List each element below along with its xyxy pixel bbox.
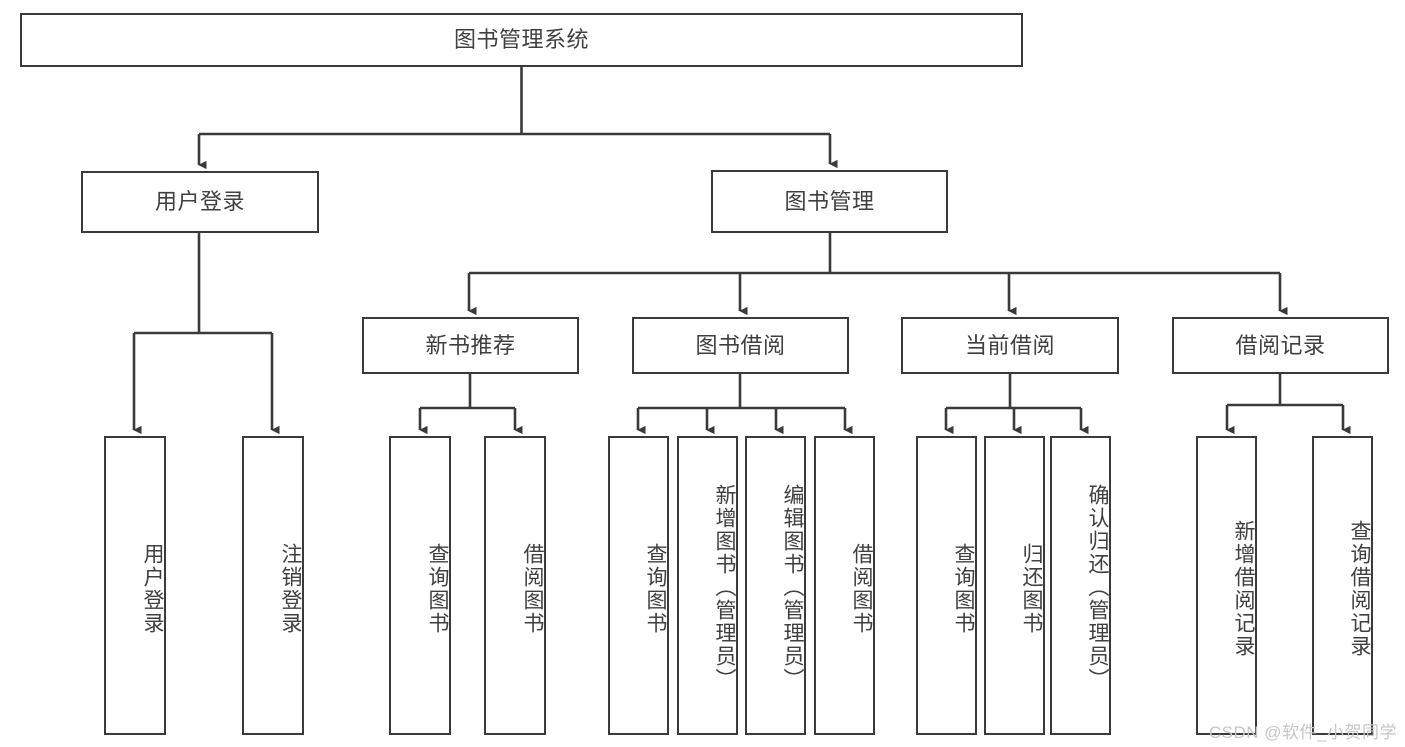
- node-leaf-return-book[interactable]: 归还图书: [984, 436, 1045, 735]
- node-leaf-add-borrow-record-label: 新增借阅记录: [1232, 519, 1255, 658]
- node-leaf-confirm-return-admin-label: 确认归还（管理员）: [1086, 484, 1109, 691]
- node-current-borrow[interactable]: 当前借阅: [901, 317, 1119, 374]
- node-leaf-borrow-book-label: 借阅图书: [850, 542, 873, 635]
- node-leaf-user-logout[interactable]: 注销登录: [242, 436, 304, 735]
- node-leaf-query-book-cur-label: 查询图书: [952, 542, 975, 635]
- node-leaf-borrow-book-rec[interactable]: 借阅图书: [484, 436, 546, 735]
- node-leaf-query-borrow-record[interactable]: 查询借阅记录: [1312, 436, 1373, 735]
- node-leaf-add-borrow-record[interactable]: 新增借阅记录: [1196, 436, 1257, 735]
- node-leaf-edit-book-admin-label: 编辑图书（管理员）: [781, 484, 804, 691]
- node-leaf-user-logout-label: 注销登录: [279, 542, 302, 635]
- node-leaf-query-book-borrow[interactable]: 查询图书: [608, 436, 669, 735]
- node-book-manage[interactable]: 图书管理: [711, 170, 948, 233]
- node-leaf-return-book-label: 归还图书: [1020, 542, 1043, 635]
- node-root[interactable]: 图书管理系统: [20, 13, 1023, 67]
- node-new-book-recommend[interactable]: 新书推荐: [362, 317, 579, 374]
- node-leaf-query-book-borrow-label: 查询图书: [644, 542, 667, 635]
- node-leaf-add-book-admin[interactable]: 新增图书（管理员）: [677, 436, 738, 735]
- node-leaf-confirm-return-admin[interactable]: 确认归还（管理员）: [1050, 436, 1111, 735]
- node-book-borrow-label: 图书借阅: [695, 332, 786, 358]
- node-leaf-add-book-admin-label: 新增图书（管理员）: [713, 484, 736, 691]
- node-leaf-query-borrow-record-label: 查询借阅记录: [1348, 519, 1371, 658]
- node-current-borrow-label: 当前借阅: [964, 332, 1055, 358]
- node-root-label: 图书管理系统: [453, 27, 589, 53]
- node-leaf-query-book-cur[interactable]: 查询图书: [916, 436, 977, 735]
- node-book-borrow[interactable]: 图书借阅: [632, 317, 849, 374]
- node-leaf-user-login[interactable]: 用户登录: [104, 436, 166, 735]
- node-leaf-query-book-rec-label: 查询图书: [426, 542, 449, 635]
- node-leaf-edit-book-admin[interactable]: 编辑图书（管理员）: [745, 436, 806, 735]
- node-user-login-label: 用户登录: [154, 189, 245, 215]
- node-borrow-record[interactable]: 借阅记录: [1172, 317, 1389, 374]
- node-leaf-borrow-book-rec-label: 借阅图书: [521, 542, 544, 635]
- node-leaf-query-book-rec[interactable]: 查询图书: [389, 436, 451, 735]
- node-leaf-user-login-label: 用户登录: [141, 542, 164, 635]
- node-leaf-borrow-book[interactable]: 借阅图书: [814, 436, 875, 735]
- node-user-login[interactable]: 用户登录: [81, 171, 319, 233]
- node-borrow-record-label: 借阅记录: [1235, 332, 1326, 358]
- node-book-manage-label: 图书管理: [784, 188, 875, 214]
- csdn-watermark: CSDN @软件_小贺同学: [1208, 723, 1397, 742]
- node-new-book-recommend-label: 新书推荐: [425, 332, 516, 358]
